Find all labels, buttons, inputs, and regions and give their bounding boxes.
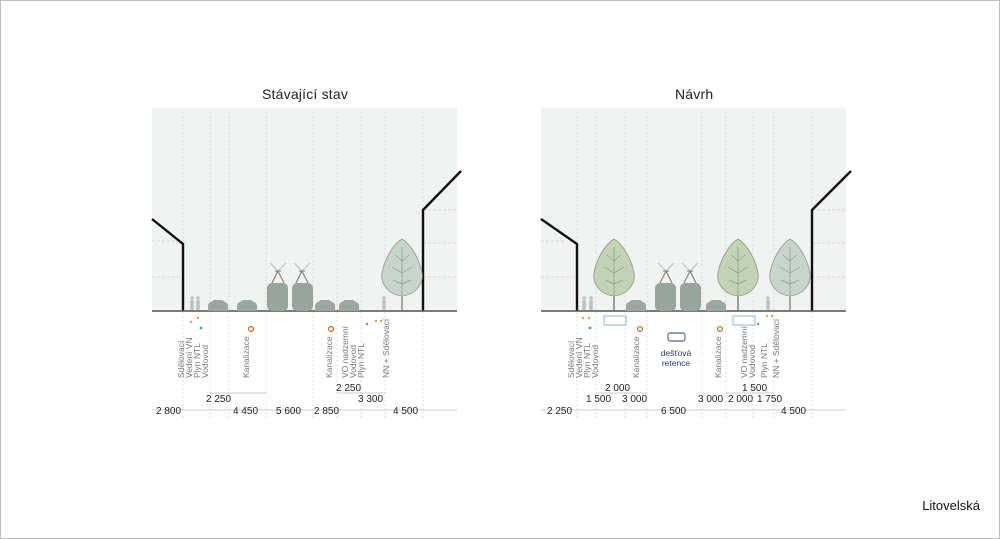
proposal-util-label-5: VO nadzemní xyxy=(739,325,749,378)
existing-dim-row3-5: 3 300 xyxy=(358,394,383,405)
proposal-util-label-2: Vedení VN xyxy=(574,337,584,378)
existing-dim-row1-1: 2 250 xyxy=(206,394,231,405)
proposal-util-label-4: Vodovod xyxy=(590,345,600,378)
proposal-dim-row2-5: 1 750 xyxy=(757,394,782,405)
existing-dim-row3-4: 2 850 xyxy=(314,406,339,417)
proposal-dim-row1-2: 1 500 xyxy=(742,383,767,394)
existing-util-label-2: Vedení VN xyxy=(184,337,194,378)
existing-dim-row3-6: 4 500 xyxy=(393,406,418,417)
existing-util-label-7: Plyn NTL xyxy=(356,343,366,378)
street-name-label: Litovelská xyxy=(922,498,980,513)
existing-dim-row3-1: 2 800 xyxy=(156,406,181,417)
proposal-left-building xyxy=(540,218,579,311)
existing-util-label-6: Vodovod xyxy=(348,345,358,378)
proposal-dim-row3-1: 2 250 xyxy=(547,406,572,417)
proposal-dim-row1-1: 2 000 xyxy=(605,383,630,394)
proposal-sewer-label-left: Kanalizace xyxy=(631,336,641,378)
proposal-retention-label-2: retence xyxy=(662,358,691,368)
proposal-dim-row2-4: 2 000 xyxy=(728,394,753,405)
existing-section-drawing: Sdělovací Vedení VN Plyn NTL Vodovod Kan… xyxy=(151,108,462,420)
proposal-section-title: Návrh xyxy=(675,86,714,102)
existing-util-label-3: Plyn NTL xyxy=(192,343,202,378)
proposal-retention-box-left xyxy=(603,315,627,326)
proposal-util-label-1: Sdělovací xyxy=(566,340,576,378)
proposal-util-label-7: Plyn NTL xyxy=(759,343,769,378)
proposal-dim-row2-3: 3 000 xyxy=(698,394,723,405)
existing-left-building xyxy=(151,218,185,311)
proposal-section-drawing: dešťová retence Sdělovací Vedení VN Plyn… xyxy=(540,108,852,420)
proposal-util-label-3: Plyn NTL xyxy=(582,343,592,378)
proposal-util-label-6: Vodovod xyxy=(747,345,757,378)
proposal-dim-row2-2: 3 000 xyxy=(622,394,647,405)
existing-util-label-1: Sdělovací xyxy=(176,340,186,378)
existing-sewer-label-right: Kanalizace xyxy=(324,336,334,378)
existing-util-label-8: NN + Sdělovací xyxy=(381,318,391,378)
proposal-utility-markers xyxy=(581,314,774,333)
existing-dimension-lines xyxy=(152,392,457,411)
existing-utility-markers xyxy=(189,316,383,333)
proposal-sewer-label-right: Kanalizace xyxy=(713,336,723,378)
existing-right-building xyxy=(421,170,462,311)
proposal-util-label-8: NN + Sdělovací xyxy=(771,318,781,378)
proposal-retention-label-1: dešťová xyxy=(661,348,692,358)
existing-util-label-5: VO nadzemní xyxy=(340,325,350,378)
proposal-dim-row3-3: 4 500 xyxy=(781,406,806,417)
existing-sewer-label-left: Kanalizace xyxy=(241,336,251,378)
proposal-retention-box-right xyxy=(732,315,756,326)
existing-dim-row2-1: 2 250 xyxy=(336,383,361,394)
existing-util-label-4: Vodovod xyxy=(200,345,210,378)
existing-section-title: Stávající stav xyxy=(262,86,349,102)
proposal-dim-row2-1: 1 500 xyxy=(586,394,611,405)
proposal-dimension-lines xyxy=(541,392,846,411)
proposal-right-building xyxy=(810,170,852,311)
existing-dim-row3-2: 4 450 xyxy=(233,406,258,417)
proposal-dim-row3-2: 6 500 xyxy=(661,406,686,417)
proposal-retention-legend-box xyxy=(667,332,686,342)
existing-dim-row3-3: 5 600 xyxy=(276,406,301,417)
